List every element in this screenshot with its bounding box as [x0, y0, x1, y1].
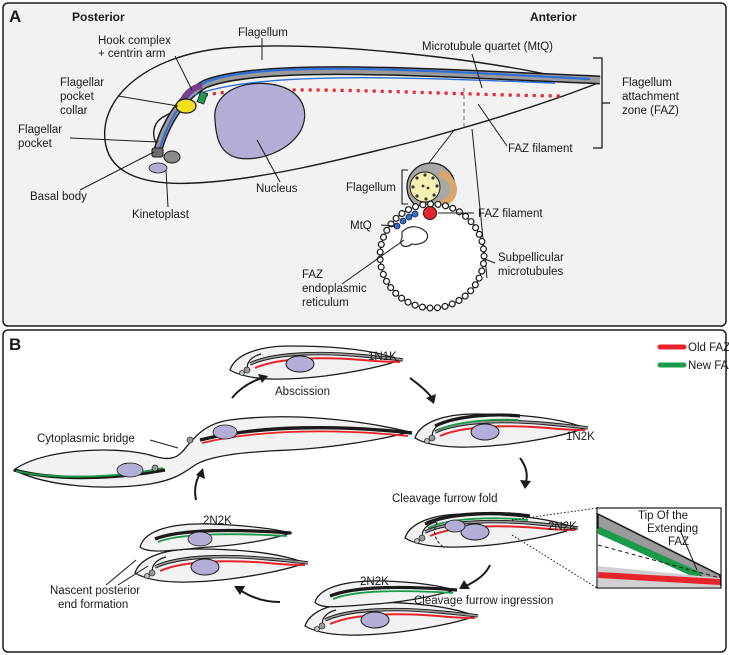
bridge-leader: [149, 439, 179, 449]
flagellar-pocket-collar: [175, 98, 197, 114]
stage-1n2k: 1N2K: [566, 431, 595, 443]
label-inset-flagellum: Flagellum: [346, 182, 396, 194]
label-collar-2: pocket: [60, 91, 95, 103]
stage-2n2k-ingression: 2N2K: [360, 576, 389, 588]
inset-cell-section: [376, 200, 488, 312]
label-subpellicular-2: microtubules: [498, 266, 563, 278]
abscission-label: Abscission: [275, 386, 330, 398]
label-kinetoplast: Kinetoplast: [132, 209, 190, 221]
posterior-heading: Posterior: [72, 10, 125, 24]
label-faz-zone-2: attachment: [622, 91, 680, 103]
section-connector-left: [427, 128, 456, 165]
faz-bracket: [593, 57, 610, 149]
centrin-arm: [196, 90, 208, 105]
label-inset-mtq: MtQ: [350, 220, 372, 232]
label-faz-zone-1: Flagellum: [622, 77, 672, 89]
tip-label-2: Extending: [647, 523, 698, 535]
cell-fold: [403, 511, 580, 549]
label-collar-1: Flagellar: [60, 77, 104, 89]
label-er-3: reticulum: [302, 297, 349, 309]
panel-a-letter: A: [9, 7, 21, 26]
legend-new-faz: New FAZ: [688, 360, 729, 372]
label-basal-body: Basal body: [30, 191, 87, 203]
faz-er: [400, 226, 429, 247]
nascent-leader-2: [117, 565, 149, 586]
tip-zoom-inset: Tip Of the Extending FAZ: [511, 507, 722, 589]
stage-1n1k: 1N1K: [368, 351, 397, 363]
nascent-leader-1: [105, 559, 137, 586]
label-nucleus: Nucleus: [256, 183, 298, 195]
label-pocket-1: Flagellar: [18, 124, 62, 136]
cell-nascent: [133, 523, 310, 584]
label-flagellum: Flagellum: [238, 27, 288, 39]
flagellum-blue: [158, 67, 591, 149]
panel-b: B Old FAZ New FAZ 1N1K 1N2K Cleavag: [2, 329, 729, 653]
panel-b-letter: B: [9, 335, 21, 354]
label-subpellicular-1: Subpellicular: [498, 252, 564, 264]
label-mtq: Microtubule quartet (MtQ): [422, 41, 553, 53]
label-centrin-arm: + centrin arm: [98, 48, 165, 60]
mtq-line: [194, 77, 556, 96]
cycle-arrowheads: [196, 374, 531, 595]
kinetoplast: [148, 162, 168, 174]
bridge-label: Cytoplasmic bridge: [37, 433, 135, 445]
label-er-2: endoplasmic: [302, 283, 367, 295]
leader-lines: [69, 38, 508, 285]
cell-bridge: [12, 416, 413, 488]
inset-flagellum-section: [401, 162, 457, 212]
tip-label-3: FAZ: [668, 536, 689, 548]
label-pocket-2: pocket: [18, 138, 53, 150]
tip-label-1: Tip Of the: [638, 510, 688, 522]
cell-1n2k: [413, 412, 590, 449]
label-faz-zone-3: zone (FAZ): [622, 105, 679, 117]
label-faz-filament: FAZ filament: [508, 143, 573, 155]
anterior-heading: Anterior: [530, 10, 577, 24]
mtq-section: [393, 210, 419, 230]
legend-old-faz: Old FAZ: [688, 342, 729, 354]
label-er-1: FAZ: [302, 269, 323, 281]
stage-ingression: Cleavage furrow ingression: [414, 595, 553, 607]
cell-ingression: [303, 580, 480, 637]
stage-2n2k-fold: 2N2K: [548, 521, 577, 533]
nascent-label-1: Nascent posterior: [50, 585, 140, 597]
basal-body-probasal: [163, 150, 181, 164]
faz-filament-section: [423, 206, 437, 220]
panel-a: A Posterior Anterior: [2, 2, 727, 327]
legend: Old FAZ New FAZ: [657, 342, 729, 372]
label-inset-faz-filament: FAZ filament: [478, 208, 543, 220]
label-collar-3: collar: [60, 105, 88, 117]
label-hook-complex: Hook complex: [98, 35, 171, 47]
stage-fold: Cleavage furrow fold: [392, 493, 497, 505]
nascent-label-2: end formation: [58, 599, 128, 611]
nucleus: [214, 82, 306, 160]
stage-2n2k-nascent: 2N2K: [203, 515, 232, 527]
